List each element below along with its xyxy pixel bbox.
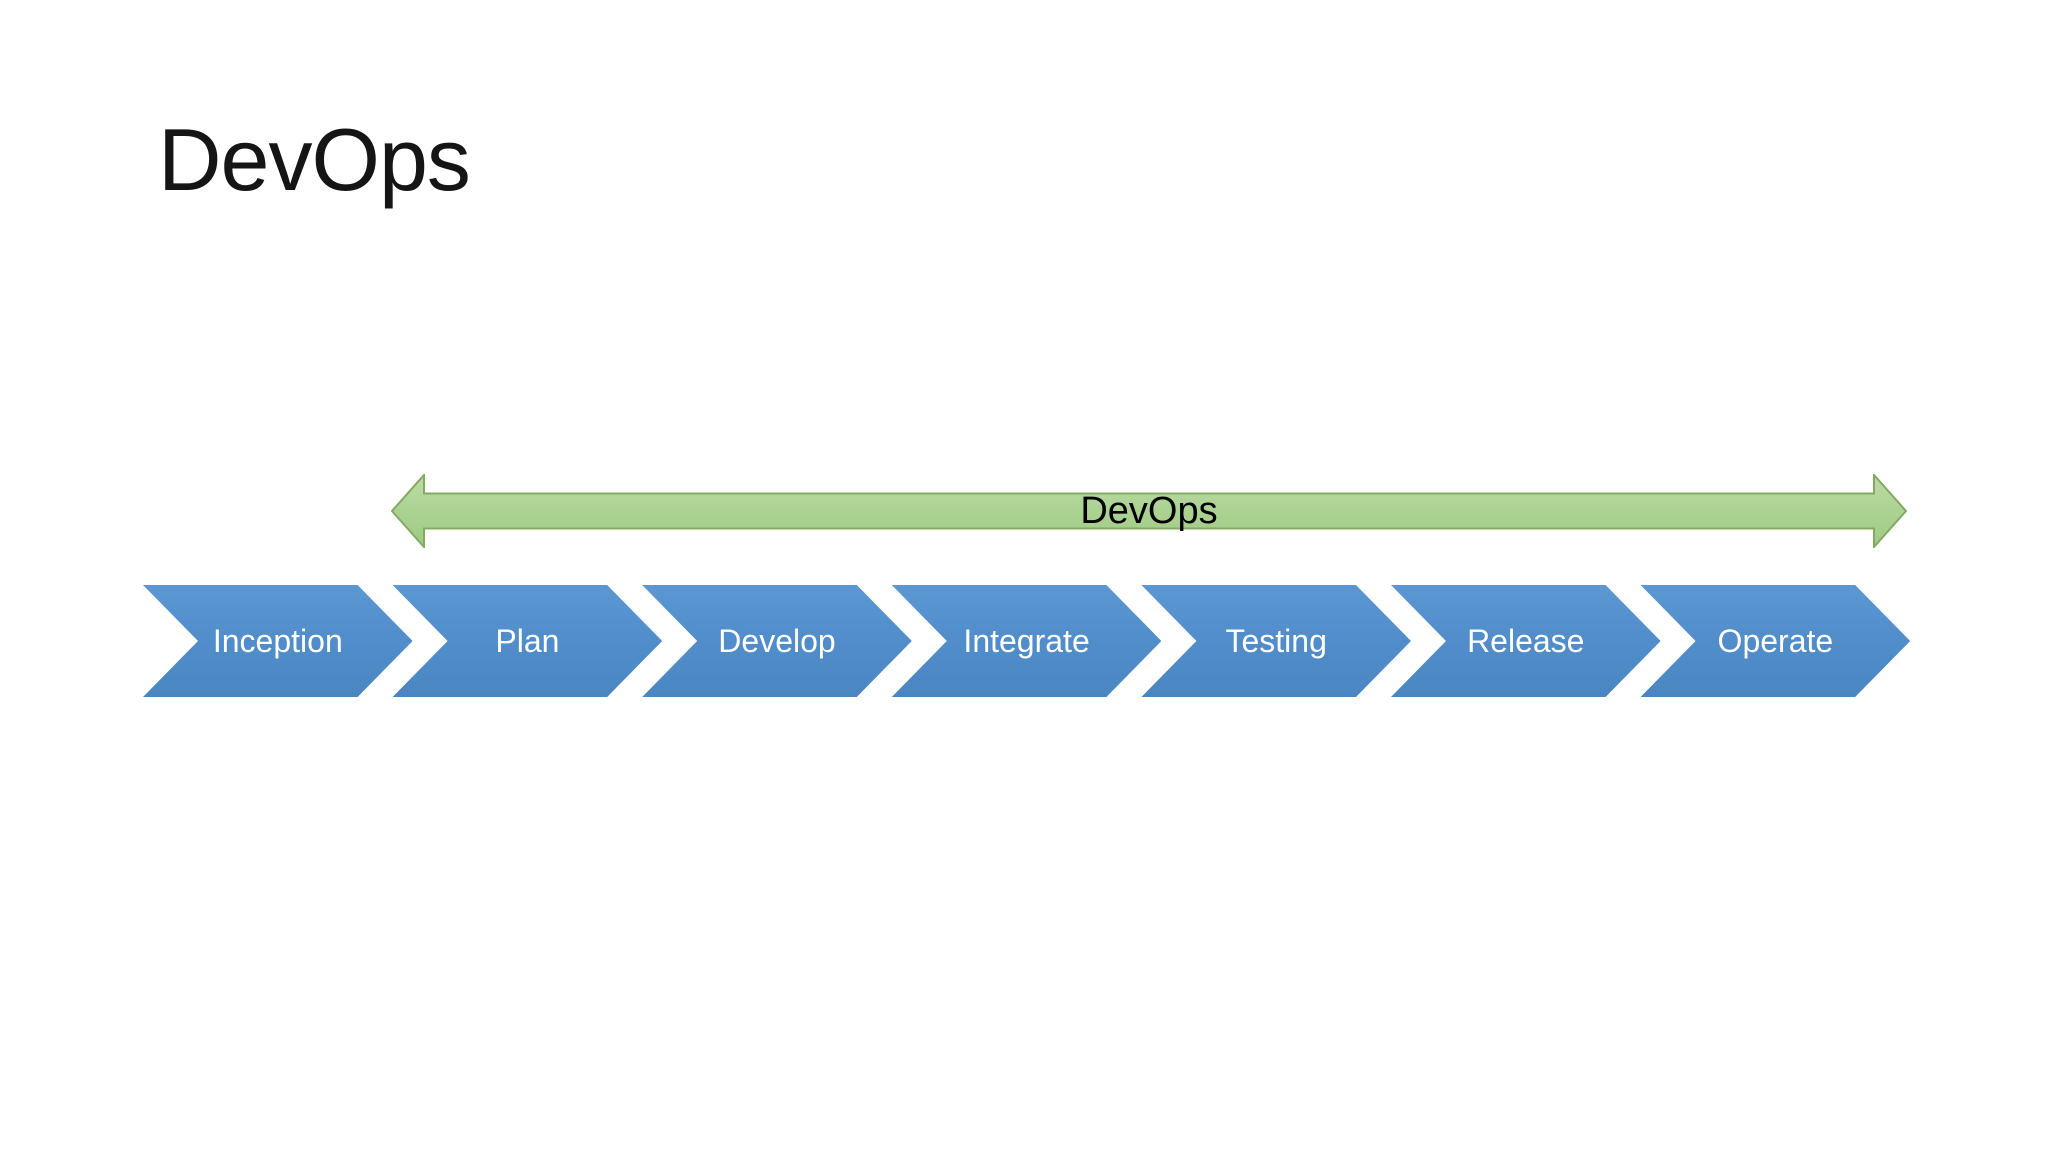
stage-label: Plan: [495, 622, 560, 659]
stage-chevron-develop: Develop: [642, 585, 912, 697]
double-headed-arrow-shape: [391, 474, 1907, 548]
stage-label: Inception: [212, 622, 343, 659]
devops-span-arrow: DevOps: [391, 474, 1907, 548]
stage-chevron-plan: Plan: [393, 585, 663, 697]
stage-label: Release: [1467, 622, 1585, 659]
stage-chevron-inception: Inception: [143, 585, 413, 697]
stage-label: Integrate: [963, 622, 1090, 659]
stage-label: Testing: [1225, 622, 1327, 659]
stage-chevron-integrate: Integrate: [892, 585, 1162, 697]
stage-chevron-release: Release: [1391, 585, 1661, 697]
stage-label: Develop: [718, 622, 836, 659]
devops-arrow-label: DevOps: [1080, 489, 1218, 532]
slide-title: DevOps: [158, 110, 471, 209]
stage-label: Operate: [1717, 622, 1834, 659]
stage-chevron-operate: Operate: [1641, 585, 1911, 697]
stage-chevron-testing: Testing: [1141, 585, 1411, 697]
process-flow: Inception Plan Develop Integrate Testing…: [143, 585, 1910, 697]
